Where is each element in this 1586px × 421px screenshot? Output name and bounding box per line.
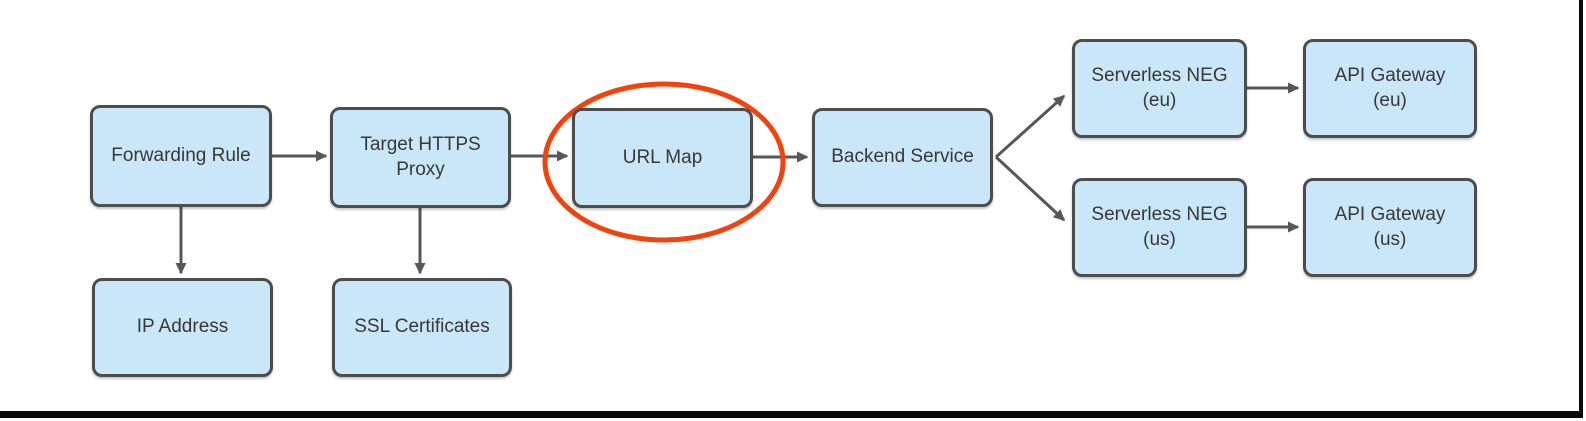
node-api-gateway-eu-label: API Gateway (eu) bbox=[1334, 64, 1446, 111]
frame-right-border bbox=[1579, 0, 1583, 418]
node-url-map-label: URL Map bbox=[622, 146, 703, 168]
edge-backend-service-to-serverless-neg-eu bbox=[994, 94, 1066, 159]
node-url-map: URL Map bbox=[572, 108, 753, 208]
node-backend-service-label: Backend Service bbox=[831, 146, 974, 168]
node-forwarding-rule: Forwarding Rule bbox=[90, 105, 272, 207]
highlight-ellipse bbox=[542, 81, 786, 243]
node-forwarding-rule-label: Forwarding Rule bbox=[111, 144, 251, 166]
node-ip-address: IP Address bbox=[92, 278, 273, 377]
node-api-gateway-us-label: API Gateway (us) bbox=[1334, 203, 1446, 250]
node-serverless-neg-us-label: Serverless NEG (us) bbox=[1091, 203, 1228, 250]
node-ssl-certificates: SSL Certificates bbox=[332, 278, 512, 377]
node-serverless-neg-eu: Serverless NEG (eu) bbox=[1072, 39, 1247, 138]
node-ip-address-label: IP Address bbox=[136, 316, 229, 338]
node-api-gateway-eu: API Gateway (eu) bbox=[1303, 39, 1477, 138]
node-target-https-proxy-label: Target HTTPS Proxy bbox=[360, 133, 481, 180]
node-serverless-neg-us: Serverless NEG (us) bbox=[1072, 178, 1247, 277]
node-api-gateway-us: API Gateway (us) bbox=[1303, 178, 1477, 277]
edge-backend-service-to-serverless-neg-us bbox=[994, 155, 1066, 222]
node-serverless-neg-eu-label: Serverless NEG (eu) bbox=[1091, 64, 1228, 111]
frame-bottom-border bbox=[0, 411, 1583, 418]
node-target-https-proxy: Target HTTPS Proxy bbox=[330, 107, 511, 208]
node-backend-service: Backend Service bbox=[812, 108, 993, 207]
node-ssl-certificates-label: SSL Certificates bbox=[354, 316, 490, 338]
